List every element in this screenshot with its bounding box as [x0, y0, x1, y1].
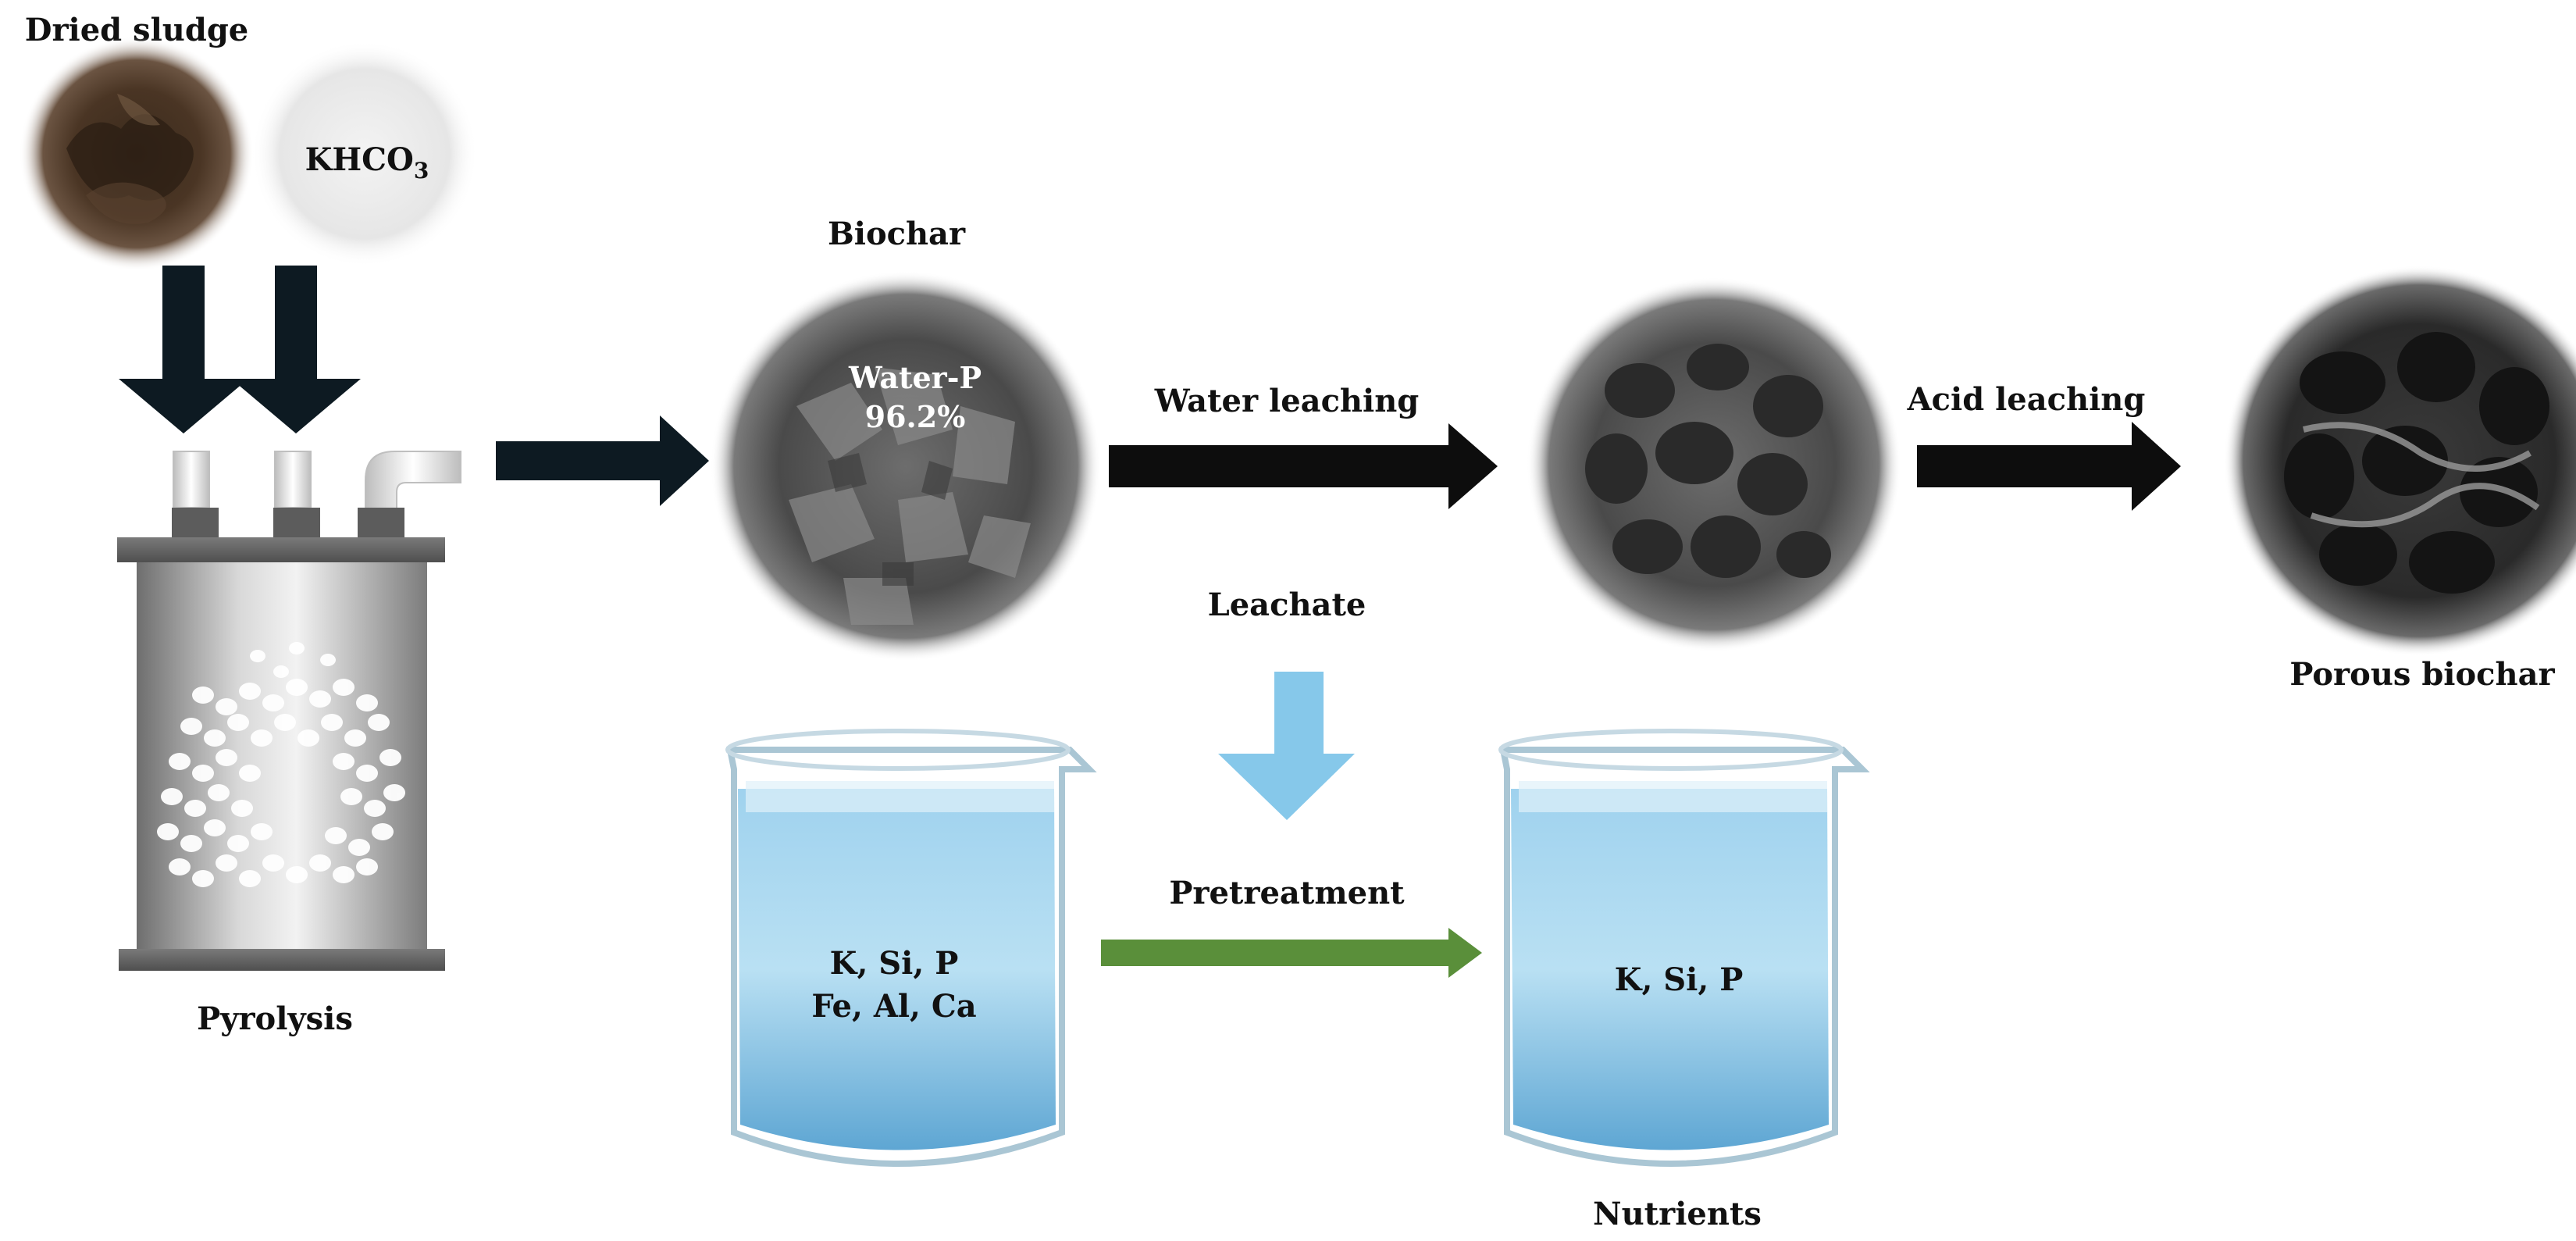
water-leaching-arrow	[1109, 423, 1498, 509]
water-p-label: Water-P	[848, 360, 982, 395]
arrow-to-biochar	[496, 415, 709, 506]
leached-biochar-sem-image	[1527, 277, 1901, 652]
nutrients-elements: K, Si, P	[1615, 961, 1744, 998]
khco3-label: KHCO3	[305, 141, 429, 184]
khco3-label-main: KHCO	[305, 141, 414, 178]
porous-biochar-label: Porous biochar	[2289, 656, 2555, 693]
leachate-elements-line1: K, Si, P	[830, 945, 959, 982]
feed-arrow-right	[231, 266, 361, 433]
pretreatment-label: Pretreatment	[1169, 875, 1405, 911]
pyrolysis-label: Pyrolysis	[197, 1000, 353, 1037]
acid-leaching-label: Acid leaching	[1907, 381, 2146, 418]
biochar-sem-image	[711, 271, 1101, 662]
pyrolysis-reactor	[117, 451, 461, 971]
nutrients-label: Nutrients	[1593, 1196, 1762, 1232]
pretreatment-arrow	[1101, 928, 1482, 978]
feed-arrow-left	[119, 266, 248, 433]
leachate-label: Leachate	[1208, 587, 1366, 623]
leachate-arrow	[1218, 672, 1355, 820]
water-p-value: 96.2%	[865, 399, 966, 434]
leachate-beaker	[725, 729, 1097, 1167]
nutrients-beaker	[1498, 729, 1870, 1167]
acid-leaching-arrow	[1917, 422, 2181, 511]
biochar-label: Biochar	[828, 216, 966, 252]
khco3-label-sub: 3	[414, 158, 429, 184]
dried-sludge-image	[20, 37, 254, 271]
leachate-elements-line2: Fe, Al, Ca	[811, 988, 976, 1025]
water-leaching-label: Water leaching	[1154, 383, 1420, 419]
porous-biochar-sem-image	[2224, 266, 2576, 656]
khco3-powder-image	[251, 41, 478, 267]
